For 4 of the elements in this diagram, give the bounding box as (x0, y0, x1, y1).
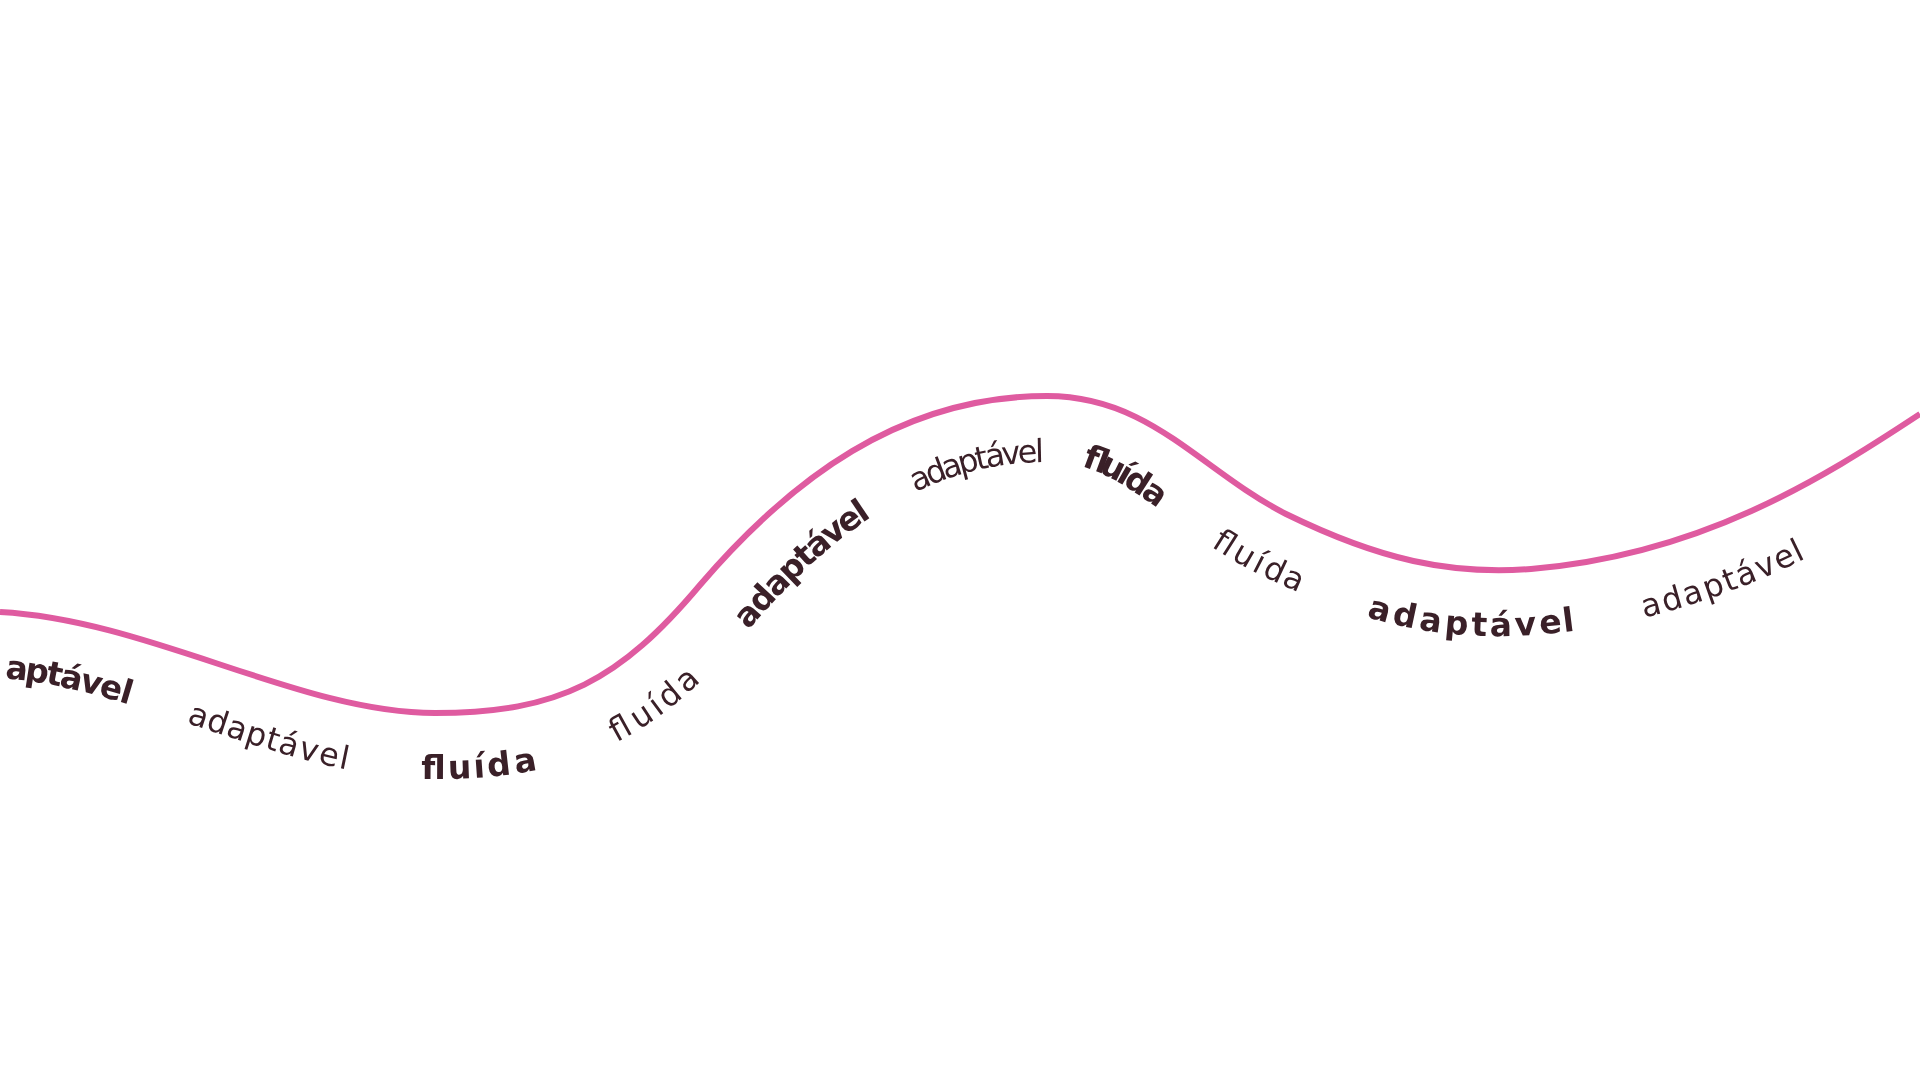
wave-word: adaptável (903, 432, 1045, 500)
wave-word: aptável (4, 647, 138, 713)
wave-word: fluída (421, 739, 540, 788)
wave-word: adaptável (1364, 587, 1577, 645)
